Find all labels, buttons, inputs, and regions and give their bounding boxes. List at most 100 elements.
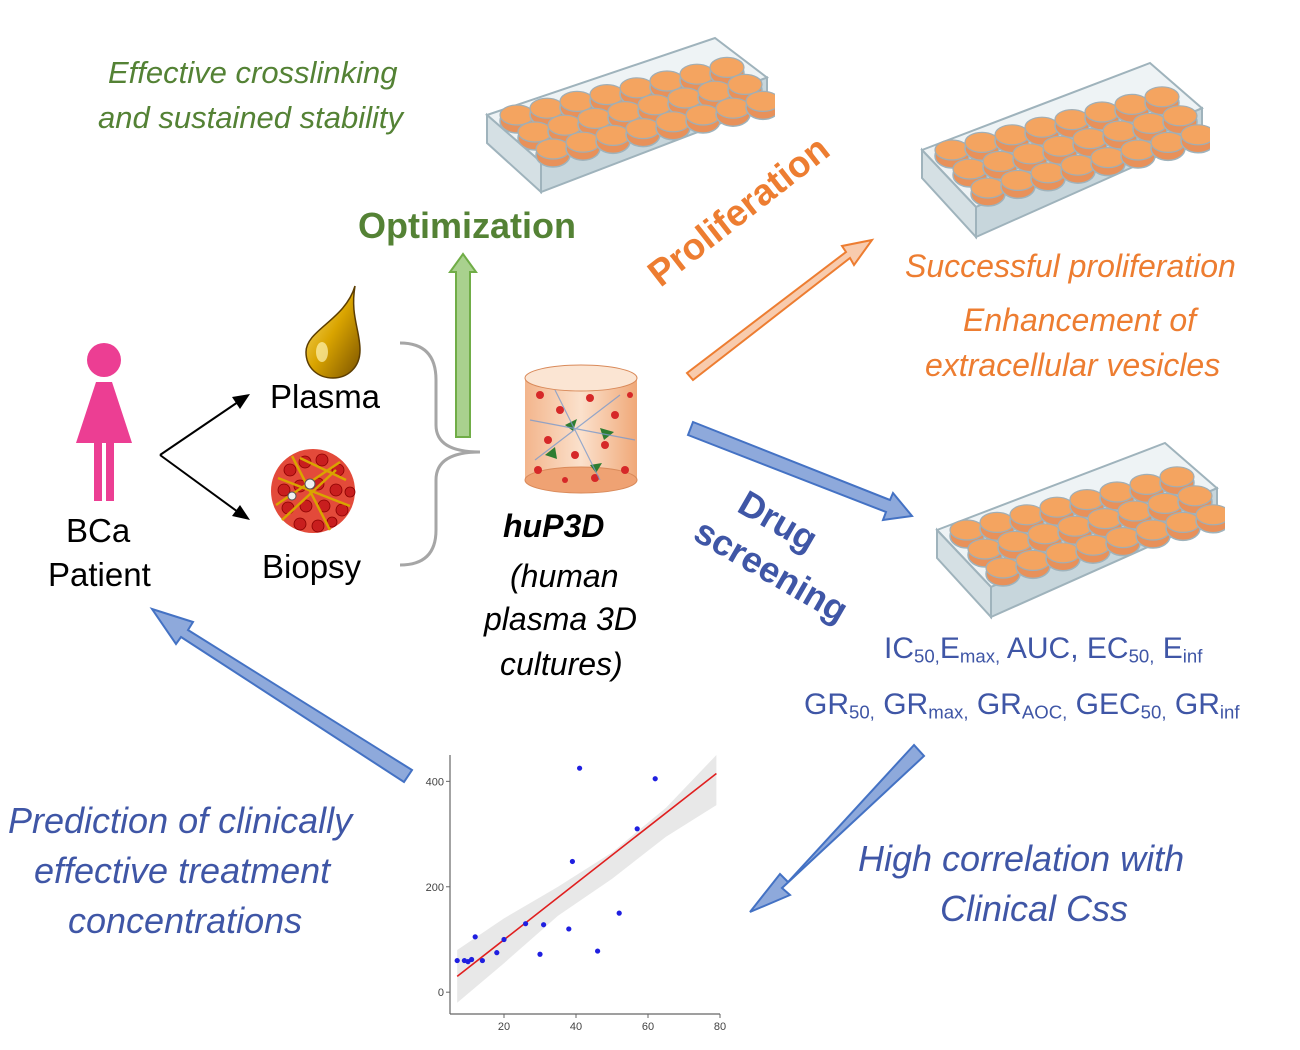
well-top	[715, 97, 751, 119]
well-top	[949, 519, 985, 541]
y-tick-label: 0	[438, 987, 444, 999]
well-top	[667, 87, 703, 109]
grouping-brace	[399, 341, 481, 567]
well-top	[1102, 120, 1138, 142]
metrics-row-1: IC50,Emax, AUC, EC50, Einf	[884, 632, 1202, 668]
proliferation-result-line2: Enhancement of	[963, 302, 1197, 338]
regression-line	[456, 772, 717, 978]
well-top	[565, 131, 601, 153]
well-top	[985, 557, 1021, 579]
metrics_row1-metric-sub-3: 50,	[1128, 645, 1155, 667]
data-point	[454, 957, 460, 964]
well-top	[1042, 135, 1078, 157]
data-point	[634, 826, 640, 832]
well-top	[1039, 496, 1075, 518]
well-top	[727, 73, 763, 96]
metrics_row2-metric-sub-2: AOC,	[1021, 701, 1068, 723]
well-top	[1177, 485, 1213, 507]
well-top	[1087, 507, 1123, 530]
well-top	[970, 177, 1006, 199]
metrics_row2-metric-sub-3: 50,	[1140, 701, 1167, 723]
y-tick-label: 400	[426, 776, 444, 788]
well-top	[1165, 511, 1201, 534]
well-top	[577, 107, 613, 130]
data-point	[494, 950, 500, 956]
data-point	[541, 922, 547, 928]
well-top	[1060, 154, 1096, 176]
data-point	[501, 936, 507, 943]
metrics_row2-metric-0: GR	[804, 688, 849, 721]
data-point	[577, 765, 583, 771]
well-top	[547, 114, 583, 136]
metrics_row1-metric-sub-4: inf	[1182, 645, 1203, 667]
well-top	[967, 538, 1003, 560]
well-top	[1099, 481, 1135, 503]
well-top	[679, 63, 715, 85]
hup3d-title: huP3D	[503, 508, 605, 544]
hup3d-cylinder-icon	[524, 364, 638, 494]
metrics_row1-metric-0: IC	[884, 632, 914, 665]
patient-label-line1: BCa	[66, 512, 131, 549]
proliferation-arrow	[685, 238, 875, 382]
hup3d-line3: cultures)	[500, 646, 623, 682]
well-top	[1072, 127, 1108, 150]
well-top	[559, 90, 595, 113]
well-top	[697, 80, 733, 102]
data-point	[523, 921, 529, 927]
well-top	[1069, 488, 1105, 511]
well-top	[982, 150, 1018, 173]
hup3d-line1: (human	[510, 558, 619, 594]
data-point	[479, 957, 485, 964]
well-top	[1117, 500, 1153, 522]
well-top	[625, 117, 661, 140]
well-top	[1120, 139, 1156, 161]
well-top	[607, 100, 643, 123]
prediction-arrow	[149, 607, 414, 784]
well-top	[1180, 124, 1210, 146]
plasma-drop-icon	[305, 285, 361, 379]
x-tick-label: 40	[570, 1021, 582, 1033]
well-top	[709, 56, 745, 79]
well-top	[649, 70, 685, 92]
prediction-line1: Prediction of clinically	[8, 800, 353, 841]
well-top	[1015, 549, 1051, 572]
female-person-icon	[76, 343, 132, 501]
x-tick-label: 20	[498, 1021, 510, 1033]
well-top	[1105, 526, 1141, 549]
x-tick-label: 60	[642, 1021, 654, 1033]
optimization-label: Optimization	[358, 205, 576, 246]
well-top	[997, 530, 1033, 553]
well-top	[964, 131, 1000, 154]
well-top	[1027, 523, 1063, 545]
well-top	[1132, 112, 1168, 135]
well-top	[595, 124, 631, 147]
well-top	[1000, 169, 1036, 192]
metrics_row1-metric-1: E	[939, 632, 960, 665]
well-top	[1150, 131, 1186, 154]
well-top	[1195, 504, 1225, 526]
well-top	[685, 104, 721, 126]
proliferation-result-line3: extracellular vesicles	[925, 347, 1221, 383]
well-top	[1057, 515, 1093, 537]
well-top	[1009, 504, 1045, 526]
well-top	[934, 139, 970, 161]
prediction-line3: concentrations	[68, 900, 303, 941]
well-top	[589, 83, 625, 106]
well-top	[1159, 466, 1195, 488]
well-top	[1024, 116, 1060, 138]
well-top	[1090, 146, 1126, 169]
data-point	[537, 951, 543, 957]
data-point	[652, 776, 658, 782]
metrics_row2-metric-sub-1: max,	[928, 701, 969, 723]
top-left-caption-line1: Effective crosslinking	[108, 55, 398, 90]
y-tick-label: 200	[426, 882, 444, 894]
metrics_row1-metric-sub-0: 50,	[914, 645, 940, 667]
well-top	[1144, 86, 1180, 108]
well-top	[1114, 93, 1150, 116]
well-top	[745, 90, 775, 112]
well-top	[1129, 473, 1165, 496]
data-point	[472, 934, 478, 940]
data-point	[569, 858, 575, 865]
well-top	[1084, 101, 1120, 123]
